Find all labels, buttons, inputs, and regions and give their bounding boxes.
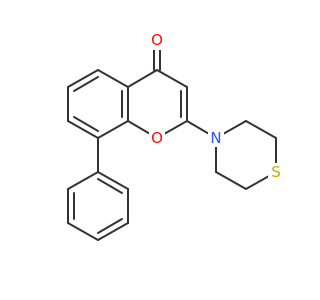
atom-background [149, 32, 165, 50]
double-bond-inner [73, 116, 99, 132]
carbonyl-oxygen-label: O [151, 31, 163, 49]
atom-background [149, 129, 165, 147]
atom-background [208, 129, 224, 147]
pyranone-ring [127, 39, 188, 139]
double-bond-inner [97, 178, 123, 194]
bond [127, 69, 158, 88]
atom-ring-oxygen: O [149, 129, 165, 147]
bond [67, 171, 99, 190]
atom-background [268, 163, 284, 181]
bond [245, 120, 277, 139]
thiomorpholine-ring [215, 120, 277, 190]
nitrogen-label: N [210, 129, 221, 147]
bond [97, 120, 129, 139]
bond [67, 222, 99, 241]
bond [67, 120, 99, 139]
bond [97, 222, 129, 241]
sulfur-label: S [271, 163, 281, 181]
bond [97, 171, 129, 190]
benzo-ring [67, 69, 129, 139]
bond [156, 69, 188, 88]
atom-sulfur: S [268, 163, 284, 181]
double-bond-inner [73, 76, 99, 92]
double-bond-inner [97, 218, 123, 234]
atom-nitrogen: N [208, 129, 224, 147]
bond [67, 69, 99, 88]
bond [97, 69, 129, 88]
bond [215, 171, 247, 190]
ring-oxygen-label: O [151, 129, 163, 147]
molecule-structure-diagram: O O N S [67, 31, 284, 241]
phenyl-ring [67, 171, 129, 241]
atom-carbonyl-oxygen: O [149, 31, 165, 50]
